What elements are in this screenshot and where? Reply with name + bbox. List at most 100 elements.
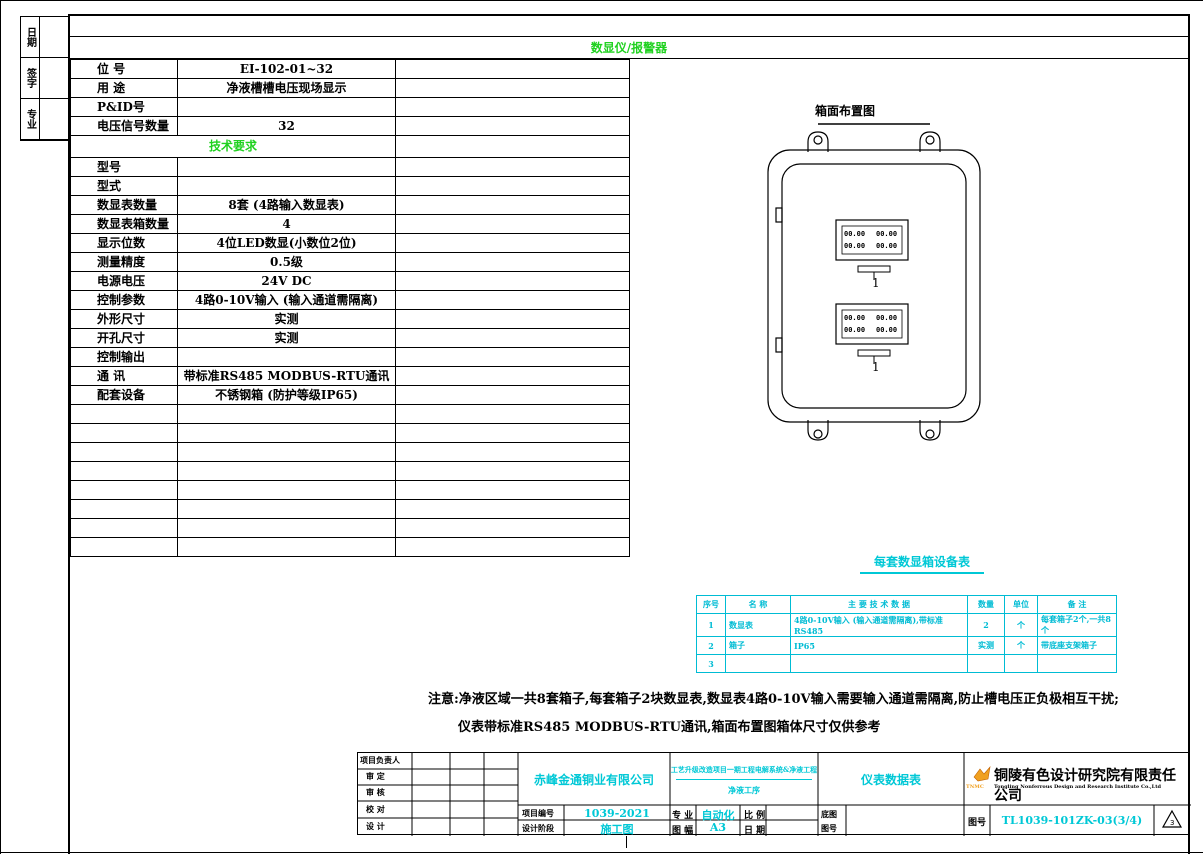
frame-top-rule: [70, 36, 1188, 37]
device-cell: 2: [967, 613, 1005, 637]
project-no: 1039-2021: [584, 807, 650, 820]
device-cell: [1004, 654, 1038, 673]
row-extra: [395, 499, 630, 519]
device-cell: 每套箱子2个,一共8个: [1037, 613, 1117, 637]
row-label: 用 途: [70, 78, 178, 98]
row-label: 型号: [70, 157, 178, 177]
empty-row: [70, 499, 630, 519]
date-label: 日 期: [744, 826, 766, 836]
note-line-1: 注意:净液区域一共8套箱子,每套箱子2块数显表,数显表4路0-10V输入需要输入…: [428, 692, 1119, 707]
row-label: 显示位数: [70, 233, 178, 253]
row-value: 4: [177, 214, 396, 234]
client-name: 赤峰金通铜业有限公司: [533, 773, 654, 787]
tech-section-header: 技术要求: [70, 135, 630, 158]
row-extra: [395, 309, 630, 329]
device-cell: 3: [696, 654, 726, 673]
device-cell: [967, 654, 1005, 673]
row-label: 测量精度: [70, 252, 178, 272]
row-extra: [395, 385, 630, 405]
role-project-lead: 项目负责人: [360, 755, 400, 765]
row-label: [70, 518, 178, 538]
discipline-value: 自动化: [701, 809, 735, 822]
row-extra: [395, 328, 630, 348]
device-header-cell: 序号: [696, 595, 726, 614]
device-cell: 带底座支架箱子: [1037, 636, 1117, 655]
display-readout: 00.00: [876, 326, 897, 334]
empty-row: [70, 537, 630, 557]
row-value: 4路0-10V输入 (输入通道需隔离): [177, 290, 396, 310]
device-cell: 2: [696, 636, 726, 655]
ref-label: 底图: [821, 809, 837, 819]
company-name: 铜陵有色设计研究院有限责任公司: [994, 768, 1176, 804]
side-stamp-sign: 签字: [21, 58, 40, 98]
empty-row: [70, 461, 630, 481]
project-no-label: 项目编号: [522, 808, 554, 818]
device-cell: 个: [1004, 613, 1038, 637]
row-label: 电源电压: [70, 271, 178, 291]
top-border: [0, 0, 1203, 1]
device-header-cell: 单位: [1004, 595, 1038, 614]
drawing-frame: [68, 14, 1190, 854]
row-extra: [395, 366, 630, 386]
display-unit-1: 00.00 00.00 00.00 00.00 1: [835, 219, 909, 290]
row-value: 0.5级: [177, 252, 396, 272]
main-table-title: 数显仪/报警器: [590, 41, 668, 55]
display-readout: 00.00: [876, 314, 897, 322]
frame-header-rule: [70, 58, 1188, 59]
project-name-rule: [676, 779, 812, 780]
ref2-label: 图号: [821, 823, 837, 833]
device-cell: 1: [696, 613, 726, 637]
side-stamp-date: 日期: [21, 17, 40, 57]
empty-row: [70, 423, 630, 443]
row-value: [177, 518, 396, 538]
device-cell: [725, 654, 791, 673]
size-label: 图 幅: [672, 826, 694, 836]
row-value: [177, 461, 396, 481]
row-extra: [395, 116, 630, 136]
row-label: 数显表箱数量: [70, 214, 178, 234]
row-extra: [395, 537, 630, 557]
row-value: 32: [177, 116, 396, 136]
row-label: P&ID号: [70, 97, 178, 117]
row-extra: [395, 195, 630, 215]
row-label: 控制参数: [70, 290, 178, 310]
display-unit-2: 00.00 00.00 00.00 00.00 1: [835, 303, 909, 374]
drawing-title: 仪表数据表: [860, 773, 921, 787]
tech-section-title: 技术要求: [70, 135, 396, 158]
row-label: [70, 480, 178, 500]
row-extra: [395, 78, 630, 98]
row-label: 型式: [70, 176, 178, 196]
item-no-label: 1: [872, 276, 880, 290]
dwg-no-label: 图号: [968, 818, 987, 828]
company-logo-icon: [972, 765, 992, 787]
spec-row: 开孔尺寸实测: [70, 328, 630, 348]
role-review: 审 核: [366, 787, 385, 797]
row-value: 24V DC: [177, 271, 396, 291]
title-block-grid: [358, 753, 1191, 836]
device-header-cell: 主 要 技 术 数 据: [790, 595, 968, 614]
row-value: [177, 97, 396, 117]
empty-row: [70, 480, 630, 500]
title-block: 项目负责人 审 定 审 核 校 对 设 计 赤峰金通铜业有限公司 工艺升级改造项…: [357, 752, 1191, 836]
tech-section-blank: [395, 135, 630, 158]
row-label: 控制输出: [70, 347, 178, 367]
spec-row: 控制输出: [70, 347, 630, 367]
row-value: [177, 423, 396, 443]
row-label: 外形尺寸: [70, 309, 178, 329]
row-extra: [395, 157, 630, 177]
spec-row: 配套设备不锈钢箱 (防护等级IP65): [70, 385, 630, 405]
revision-triangle-icon: 3: [1161, 809, 1183, 833]
scale-label: 比 例: [744, 811, 766, 821]
display-readout: 00.00: [844, 230, 865, 238]
device-cell: 个: [1004, 636, 1038, 655]
device-cell: 实测: [967, 636, 1005, 655]
device-table-title: 每套数显箱设备表: [860, 553, 985, 574]
side-stamp: 日期 签字 专业: [20, 16, 68, 141]
